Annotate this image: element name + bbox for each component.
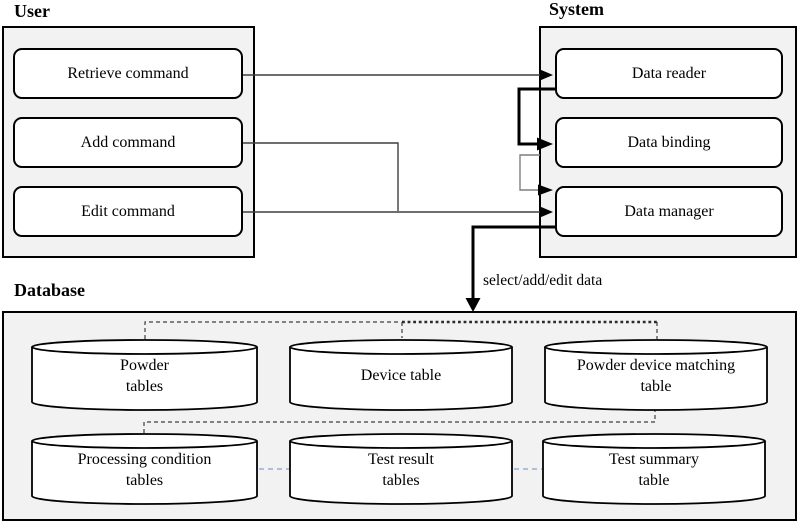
manager-to-database-arrowhead-icon: [465, 298, 481, 312]
binding-to-manager-arrowhead-icon: [538, 184, 553, 196]
retrieve-to-reader-arrowhead-icon: [540, 69, 553, 81]
database-section-label: Database: [14, 280, 85, 300]
powder-device-matching-cylinder: [544, 339, 768, 411]
reader-to-binding-connector: [517, 87, 556, 146]
powder-tables-label: Powder tables: [120, 356, 169, 395]
powder-device-matching-table-label: Powder device matching table: [576, 356, 736, 395]
processing-condition-cylinder: [31, 433, 258, 505]
matching-to-processing-dashed-connector: [143, 410, 656, 433]
add-command-connector: [243, 142, 399, 211]
user-section-label: User: [14, 1, 50, 21]
test-summary-cylinder: [542, 433, 766, 505]
system-section-label: System: [549, 0, 604, 19]
data-binding-node: Data binding: [555, 117, 783, 168]
binding-to-manager-connector: [519, 154, 540, 191]
powder-tables-cylinder: [31, 339, 258, 411]
data-manager-node: Data manager: [555, 186, 783, 237]
test-result-tables-label: Test result tables: [368, 450, 434, 489]
edit-to-manager-arrowhead-icon: [540, 206, 553, 218]
reader-to-binding-arrowhead-icon: [537, 137, 553, 151]
processing-condition-tables-label: Processing condition tables: [77, 450, 212, 489]
select-add-edit-data-label: select/add/edit data: [483, 272, 603, 289]
device-table-label: Device table: [360, 367, 442, 385]
device-table-cylinder: [289, 339, 513, 411]
test-summary-table-label: Test summary table: [609, 450, 699, 489]
edit-command-node: Edit command: [13, 186, 243, 237]
data-reader-node: Data reader: [555, 48, 783, 99]
manager-to-database-connector: [471, 225, 556, 299]
retrieve-command-node: Retrieve command: [13, 48, 243, 99]
powder-to-device-dashed-connector: [144, 321, 658, 339]
test-result-cylinder: [289, 433, 513, 505]
add-command-node: Add command: [13, 117, 243, 168]
